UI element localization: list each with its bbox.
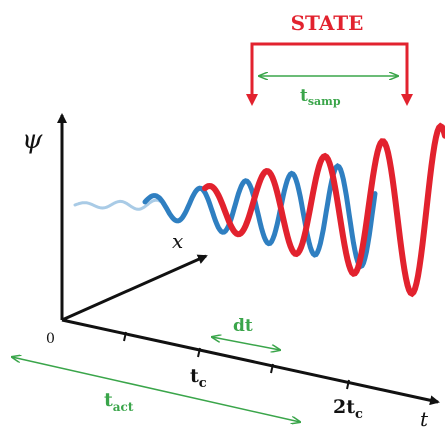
state-bracket: [252, 44, 407, 58]
dt-arrow: [212, 337, 280, 350]
state-label: STATE: [291, 11, 364, 35]
tc-label: tc: [190, 365, 207, 391]
x-axis: [62, 256, 206, 320]
t-act-arrow: [12, 357, 300, 422]
x-label: x: [172, 229, 183, 253]
t-label: t: [420, 407, 429, 428]
t-act-label: tact: [104, 389, 134, 414]
origin-label: 0: [46, 331, 55, 347]
dt-label: dt: [233, 316, 253, 336]
psi-label: ψ: [22, 125, 43, 155]
t-samp-label: tsamp: [300, 86, 341, 108]
two-tc-label: 2tc: [333, 396, 363, 422]
